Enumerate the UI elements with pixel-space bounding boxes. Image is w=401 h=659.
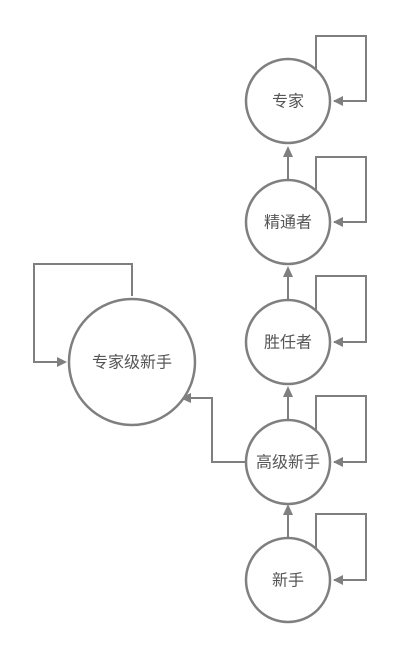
arrow-novice-to-advanced-beginner — [283, 504, 293, 540]
node-advanced-beginner: 高级新手 — [244, 418, 332, 506]
node-advanced-beginner-label: 高级新手 — [256, 453, 320, 472]
node-novice: 新手 — [244, 536, 332, 624]
self-loop-competent — [315, 275, 367, 347]
self-loop-expert-level-novice — [33, 263, 133, 367]
self-loop-advanced-beginner — [315, 395, 367, 467]
node-proficient-label: 精通者 — [264, 213, 312, 232]
self-loop-proficient — [315, 156, 367, 227]
node-proficient: 精通者 — [244, 178, 332, 266]
arrow-advanced-beginner-to-expert-level-novice — [180, 393, 247, 463]
node-competent-label: 胜任者 — [264, 333, 312, 352]
node-expert-level-novice: 专家级新手 — [67, 297, 197, 427]
self-loop-expert — [315, 35, 367, 106]
arrow-advanced-beginner-to-competent — [283, 386, 293, 419]
self-loop-novice — [315, 513, 367, 585]
arrow-competent-to-proficient — [283, 266, 293, 299]
node-competent: 胜任者 — [244, 298, 332, 386]
node-novice-label: 新手 — [272, 571, 304, 590]
node-expert: 专家 — [244, 57, 332, 145]
arrow-proficient-to-expert — [283, 146, 293, 180]
node-expert-level-novice-label: 专家级新手 — [92, 353, 172, 372]
node-expert-label: 专家 — [272, 92, 304, 111]
